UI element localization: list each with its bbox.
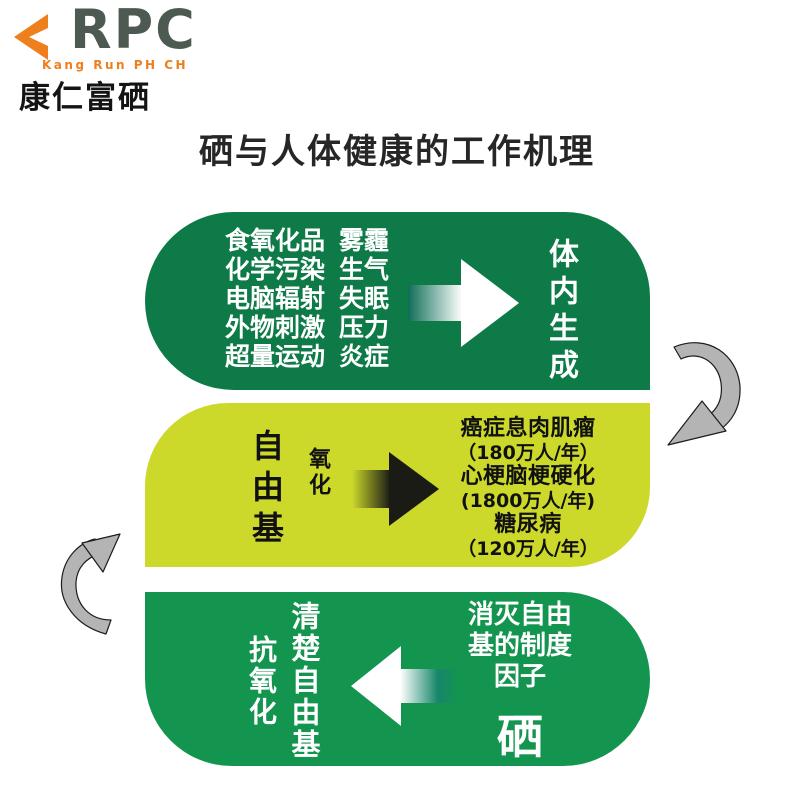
factor-line: 基的制度 bbox=[467, 631, 572, 661]
stage1-outcome-vertical: 体内生成 bbox=[543, 238, 578, 386]
brand-name-chinese: 康仁富硒 bbox=[19, 80, 151, 116]
cause-item: 超量运动 bbox=[225, 342, 326, 371]
brand-logo: RPC Kang Run PH CH 康仁富硒 bbox=[0, 0, 220, 116]
cause-item: 压力 bbox=[339, 313, 390, 342]
disease-item: 心梗脑梗硬化 bbox=[460, 464, 596, 489]
disease-stat: （180万人/年） bbox=[457, 442, 599, 464]
arrow-tail bbox=[408, 285, 462, 321]
disease-stat: （120万人/年） bbox=[457, 538, 599, 560]
brand-chevron-k-icon bbox=[14, 14, 48, 60]
disease-item: 糖尿病 bbox=[494, 512, 562, 537]
cause-item: 化学污染 bbox=[225, 255, 326, 284]
stage2-process-vertical: 氧化 bbox=[305, 447, 330, 499]
factor-line: 消灭自由 bbox=[467, 600, 572, 630]
arrow-tail bbox=[352, 470, 390, 508]
arrow-head bbox=[351, 646, 401, 726]
stage2-subject-vertical: 自由基 bbox=[247, 429, 285, 552]
cause-item: 炎症 bbox=[339, 342, 390, 371]
stage3-action-primary-vertical: 清楚自由基 bbox=[287, 601, 321, 761]
stage3-action-secondary-vertical: 抗氧化 bbox=[245, 635, 278, 728]
cause-item: 雾霾 bbox=[339, 226, 390, 255]
selenium-element-label: 硒 bbox=[497, 710, 543, 764]
cause-item: 失眠 bbox=[339, 284, 390, 313]
brand-letters: RPC bbox=[70, 0, 197, 61]
flow-arrow-right-icon bbox=[408, 259, 519, 347]
disease-stat: (1800万人/年) bbox=[460, 490, 596, 512]
cause-item: 生气 bbox=[339, 255, 390, 284]
cause-item: 外物刺激 bbox=[225, 313, 326, 342]
antioxidant-arrow-left-icon bbox=[351, 646, 458, 726]
stage3-selenium-block: 消灭自由 基的制度 因子 硒 bbox=[425, 600, 615, 767]
cycle-arrow-down-icon bbox=[667, 342, 741, 446]
cycle-arrow-up-icon bbox=[60, 533, 121, 635]
disease-item: 癌症息肉肌瘤 bbox=[460, 416, 596, 441]
stage1-banner: 食氧化品 化学污染 电脑辐射 外物刺激 超量运动 雾霾 生气 失眠 压力 炎症 … bbox=[145, 212, 650, 390]
stage1-causes-list: 食氧化品 化学污染 电脑辐射 外物刺激 超量运动 雾霾 生气 失眠 压力 炎症 bbox=[225, 226, 389, 371]
causes-left-column: 食氧化品 化学污染 电脑辐射 外物刺激 超量运动 bbox=[225, 226, 325, 371]
factor-line: 因子 bbox=[493, 662, 546, 692]
page-title: 硒与人体健康的工作机理 bbox=[199, 132, 595, 172]
causes-right-column: 雾霾 生气 失眠 压力 炎症 bbox=[339, 226, 389, 371]
arrow-head bbox=[461, 259, 519, 347]
oxidation-arrow-right-icon bbox=[352, 452, 439, 526]
stage2-diseases-list: 癌症息肉肌瘤 （180万人/年） 心梗脑梗硬化 (1800万人/年) 糖尿病 （… bbox=[408, 417, 648, 561]
cause-item: 食氧化品 bbox=[225, 226, 326, 255]
stage2-banner: 自由基 氧化 癌症息肉肌瘤 （180万人/年） 心梗脑梗硬化 (1800万人/年… bbox=[145, 403, 650, 567]
arrow-tail bbox=[400, 669, 458, 703]
brand-subtitle: Kang Run PH CH bbox=[42, 58, 189, 72]
cause-item: 电脑辐射 bbox=[225, 284, 326, 313]
stage3-banner: 抗氧化 清楚自由基 消灭自由 基的制度 因子 硒 bbox=[145, 592, 650, 766]
